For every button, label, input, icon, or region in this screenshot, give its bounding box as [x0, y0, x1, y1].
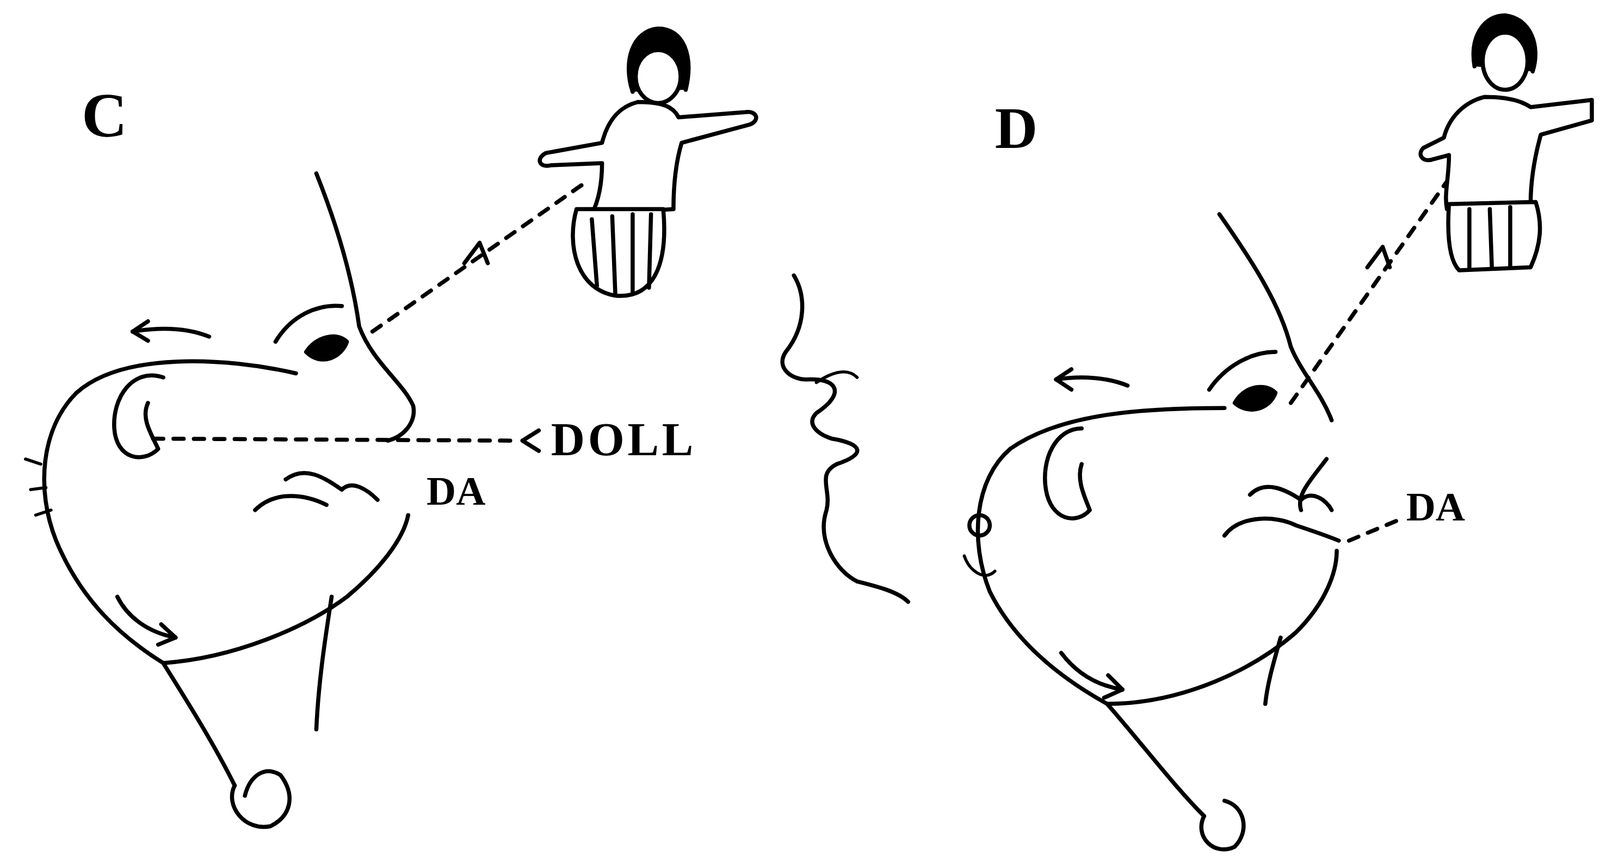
baby-head-d: [964, 214, 1339, 850]
baby-head-c: [25, 173, 415, 828]
speaker-face: [782, 275, 908, 602]
spoken-syllable: DA: [426, 471, 486, 513]
panel-letter: D: [995, 99, 1039, 159]
dotted-sight-line: [152, 181, 587, 441]
arrowhead: [464, 242, 488, 264]
spoken-syllable: DA: [1406, 486, 1466, 528]
arrowhead: [522, 430, 539, 452]
arrowhead: [1367, 246, 1390, 268]
panel-letter: C: [81, 83, 128, 147]
doll-d: [1420, 15, 1592, 271]
doll-c: [539, 28, 757, 297]
spoken-word: DOLL: [551, 416, 697, 463]
